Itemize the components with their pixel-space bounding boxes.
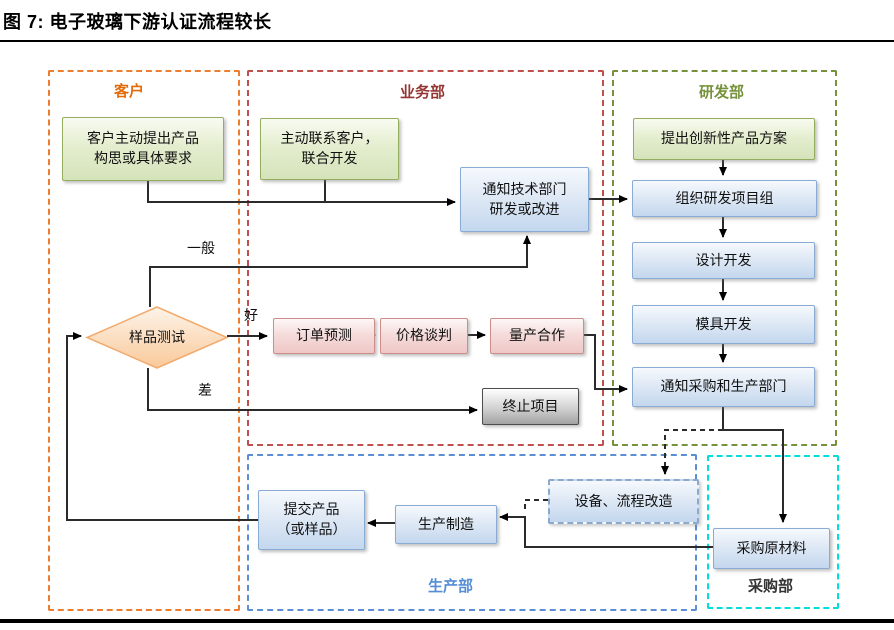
node-mold-dev: 模具开发 <box>632 305 815 344</box>
node-mass-production: 量产合作 <box>490 318 584 354</box>
lane-label-customer: 客户 <box>114 83 145 100</box>
lane-business <box>247 70 604 446</box>
lane-production <box>247 454 697 611</box>
edge-label-average: 一般 <box>187 240 215 256</box>
lane-label-production: 生产部 <box>428 578 474 595</box>
footer-rule <box>0 619 894 623</box>
edge-equipment-dashed-stub <box>524 499 548 509</box>
edge-diamond-bad-to-terminate <box>147 368 478 414</box>
edge-label-good: 好 <box>244 307 258 323</box>
node-design-dev: 设计开发 <box>632 242 815 279</box>
lane-customer <box>48 70 240 611</box>
lane-purchasing <box>707 455 839 609</box>
node-customer-request: 客户主动提出产品 构思或具体要求 <box>62 117 224 181</box>
node-notify-tech: 通知技术部门 研发或改进 <box>460 167 589 232</box>
node-equipment-process: 设备、流程改造 <box>548 479 699 524</box>
lane-label-purchasing: 采购部 <box>748 578 794 595</box>
node-purchase-materials: 采购原材料 <box>713 528 830 569</box>
node-sample-test-diamond <box>85 306 229 369</box>
lane-label-business: 业务部 <box>400 84 446 101</box>
lane-label-rnd: 研发部 <box>699 84 745 101</box>
node-manufacturing: 生产制造 <box>395 505 497 544</box>
title-underline <box>0 40 894 42</box>
node-sample-test-label: 样品测试 <box>129 329 185 345</box>
edge-customer-to-notify-tech <box>147 179 456 206</box>
edge-notify-to-purchase-materials <box>722 405 787 523</box>
figure-title: 图 7: 电子玻璃下游认证流程较长 <box>3 12 272 32</box>
lane-rnd <box>612 70 837 446</box>
node-innovative-proposal: 提出创新性产品方案 <box>633 118 815 160</box>
edge-notify-to-equipment-dashed <box>661 429 723 475</box>
node-organize-team: 组织研发项目组 <box>632 180 817 217</box>
edge-massprod-to-notify-purchase <box>582 334 628 393</box>
edge-label-bad: 差 <box>198 382 212 398</box>
node-price-negotiation: 价格谈判 <box>380 318 468 354</box>
node-terminate-project: 终止项目 <box>482 388 579 425</box>
edge-diamond-average-to-notify-tech <box>149 235 531 307</box>
node-notify-purchase-prod: 通知采购和生产部门 <box>632 367 815 407</box>
edge-submit-feedback-to-diamond <box>66 332 258 521</box>
node-proactive-contact: 主动联系客户， 联合开发 <box>260 118 399 180</box>
node-order-forecast: 订单预测 <box>273 318 375 354</box>
edge-purchase-to-manufacturing <box>499 513 713 548</box>
node-submit-product: 提交产品 （或样品） <box>258 490 365 550</box>
